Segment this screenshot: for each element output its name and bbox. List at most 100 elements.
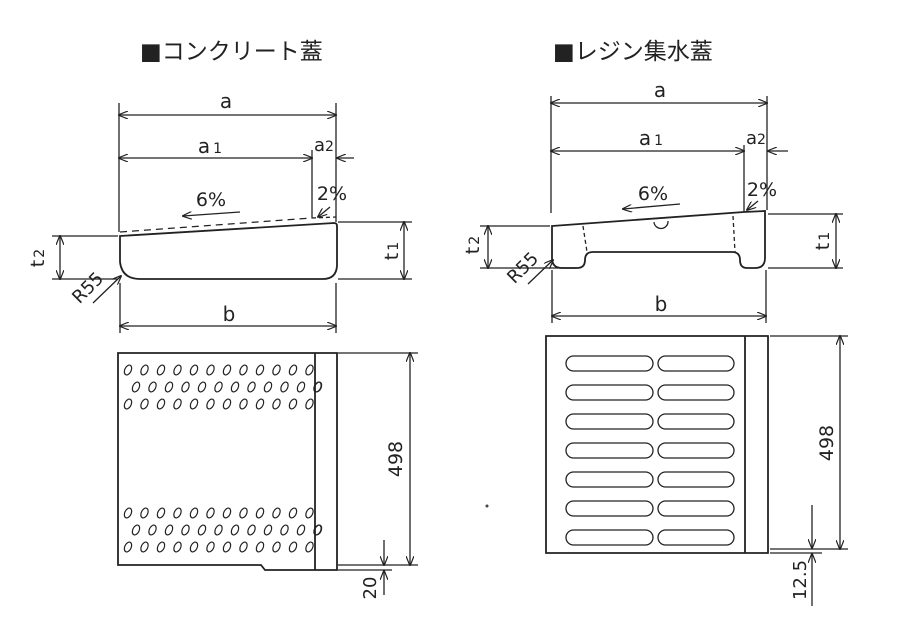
drain-slot xyxy=(565,500,654,517)
drain-hole xyxy=(148,524,157,536)
concrete-cover-plan-view: 498 20 xyxy=(117,352,418,600)
dim-a-label: a xyxy=(654,78,666,102)
drain-hole xyxy=(131,381,141,393)
drain-hole xyxy=(206,364,215,376)
drain-hole xyxy=(156,507,166,519)
drain-slot xyxy=(565,529,654,546)
drain-hole xyxy=(263,381,273,393)
slope-edge-label: 2% xyxy=(747,179,777,201)
drain-hole xyxy=(173,507,182,519)
drain-hole xyxy=(305,398,314,410)
drain-slot xyxy=(657,442,735,459)
drain-hole xyxy=(288,364,298,376)
drain-hole xyxy=(272,364,281,376)
drain-hole xyxy=(280,381,289,393)
radius-label: R55 xyxy=(68,268,108,308)
drain-hole xyxy=(230,381,240,393)
drain-hole xyxy=(272,507,281,519)
dim-offset-label: 20 xyxy=(360,577,381,600)
drain-hole xyxy=(288,541,298,553)
drain-hole xyxy=(255,507,265,519)
drain-slot xyxy=(657,355,735,372)
drain-slot xyxy=(657,384,735,401)
drain-hole xyxy=(181,381,190,393)
drain-hole xyxy=(255,364,265,376)
drain-hole xyxy=(255,398,265,410)
drain-hole xyxy=(140,541,149,553)
drain-hole xyxy=(230,524,240,536)
drain-hole xyxy=(239,541,248,553)
drain-slot xyxy=(657,500,735,517)
drain-holes-top xyxy=(123,364,323,536)
concrete-cover-profile xyxy=(119,222,338,280)
drain-hole xyxy=(140,507,149,519)
slope-main-label: 6% xyxy=(196,189,226,211)
drain-slot xyxy=(565,384,654,401)
dim-t1-label: t1 xyxy=(381,242,403,260)
dim-a2-label: a2 xyxy=(314,135,334,156)
drain-hole xyxy=(247,524,256,536)
dim-offset-label: 12.5 xyxy=(790,560,811,600)
drain-hole xyxy=(164,381,174,393)
dim-height-label: 498 xyxy=(816,425,838,461)
drain-hole xyxy=(272,398,281,410)
dim-a2-label: a2 xyxy=(746,128,766,149)
drain-hole xyxy=(148,381,157,393)
drain-hole xyxy=(197,524,207,536)
drain-hole xyxy=(222,507,232,519)
resin-cover-plan-view: 498 12.5 xyxy=(545,335,848,606)
drain-hole xyxy=(123,364,133,376)
resin-cover-outline xyxy=(545,335,769,554)
drain-hole xyxy=(123,507,133,519)
drain-hole xyxy=(296,381,306,393)
drain-slot xyxy=(565,442,654,459)
drain-hole xyxy=(214,381,223,393)
drain-hole xyxy=(189,364,199,376)
concrete-cover-title: ■コンクリート蓋 xyxy=(140,39,323,65)
drain-hole xyxy=(247,381,256,393)
drain-hole xyxy=(140,364,149,376)
slope-edge-label: 2% xyxy=(317,183,347,205)
drain-hole xyxy=(305,541,314,553)
drain-hole xyxy=(272,541,281,553)
drain-hole xyxy=(131,524,141,536)
drain-hole xyxy=(222,398,232,410)
dim-t2-label: t2 xyxy=(462,236,484,254)
drain-hole xyxy=(206,398,215,410)
drain-hole xyxy=(239,364,248,376)
slope-main-label: 6% xyxy=(638,183,668,205)
drain-hole xyxy=(181,524,190,536)
drain-hole xyxy=(173,398,182,410)
drain-hole xyxy=(206,507,215,519)
slope-main-arrow xyxy=(623,203,681,209)
dim-t1-label: t1 xyxy=(812,232,834,250)
drain-slot xyxy=(657,529,735,546)
drain-hole xyxy=(164,524,174,536)
drain-hole xyxy=(296,524,306,536)
drain-hole xyxy=(239,398,248,410)
drain-hole xyxy=(173,541,182,553)
drain-hole xyxy=(123,398,133,410)
drain-hole xyxy=(189,507,199,519)
dim-height-label: 498 xyxy=(385,441,407,477)
concrete-cover-outline xyxy=(117,352,338,571)
drain-hole xyxy=(313,524,322,536)
drain-slots xyxy=(565,355,735,546)
resin-cover-title: ■レジン集水蓋 xyxy=(553,39,713,65)
radius-label: R55 xyxy=(503,248,543,288)
drain-slot xyxy=(565,413,654,430)
drain-hole xyxy=(280,524,289,536)
drain-hole xyxy=(313,381,323,393)
drain-hole xyxy=(255,541,265,553)
drain-hole xyxy=(197,381,207,393)
drain-hole xyxy=(189,541,199,553)
drain-slot xyxy=(657,471,735,488)
slope-main-arrow xyxy=(183,211,241,216)
drain-hole xyxy=(156,541,166,553)
drain-hole xyxy=(156,364,166,376)
dim-b-label: b xyxy=(223,302,236,326)
